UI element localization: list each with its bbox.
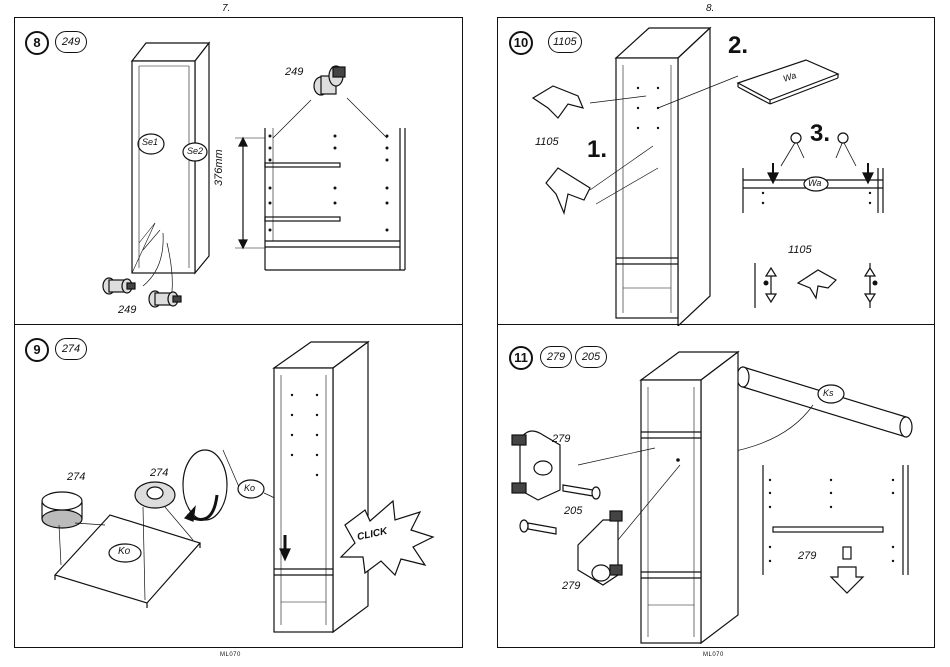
- step-9-label-a: 274: [67, 471, 85, 483]
- step-8-side-left: Se1: [142, 137, 158, 147]
- step-10-label-mid: 1105: [788, 244, 812, 256]
- step-11-label-205: 205: [564, 505, 582, 517]
- step-9-number: 9: [25, 338, 49, 362]
- step-8-dimension: 376mm: [213, 149, 225, 186]
- step-11-rail: Ks: [823, 388, 834, 398]
- right-page-number: 8.: [706, 3, 714, 14]
- step-11-label-279-bottom: 279: [562, 580, 580, 592]
- step-10-panel: 10 1105 1105 1105 1. 2. 3. Wa Wa: [497, 17, 935, 325]
- step-8-side-right: Se2: [187, 146, 203, 156]
- step-11-label-279-top: 279: [552, 433, 570, 445]
- step-10-label-left: 1105: [535, 136, 559, 148]
- step-9-part-badge: 274: [55, 338, 87, 360]
- step-10-part-badge: 1105: [548, 31, 582, 53]
- step-9-board: Ko: [118, 546, 130, 557]
- step-10-number: 10: [509, 31, 533, 55]
- step-11-part-a: 279: [540, 346, 572, 368]
- step-8-part-label-top: 249: [285, 66, 303, 78]
- step-10-order-3: 3.: [810, 120, 830, 148]
- step-9-illustration: [15, 325, 464, 649]
- step-10-illustration: [498, 18, 936, 326]
- step-11-number: 11: [509, 346, 533, 370]
- step-8-panel: 8 249 249 249 Se1 Se2 376mm: [14, 17, 463, 325]
- step-8-part-label-bottom: 249: [118, 304, 136, 316]
- step-9-label-b: 274: [150, 467, 168, 479]
- step-11-part-b: 205: [575, 346, 607, 368]
- step-9-board-callout: Ko: [244, 483, 255, 493]
- step-10-order-1: 1.: [587, 136, 607, 164]
- step-10-order-2: 2.: [728, 32, 748, 60]
- step-11-illustration: [498, 325, 936, 649]
- step-11-label-279-detail: 279: [798, 550, 816, 562]
- step-9-panel: 9 274 274 274 Ko Ko CLICK: [14, 324, 463, 648]
- footer-left: ML070: [220, 652, 241, 658]
- step-8-part-badge: 249: [55, 31, 87, 53]
- step-10-shelf-detail: Wa: [808, 178, 821, 188]
- step-8-illustration: [15, 18, 464, 326]
- step-8-number: 8: [25, 31, 49, 55]
- footer-right: ML070: [703, 652, 724, 658]
- left-page-number: 7.: [222, 3, 230, 14]
- step-11-panel: 11 279 205 279 205 279 279 Ks: [497, 324, 935, 648]
